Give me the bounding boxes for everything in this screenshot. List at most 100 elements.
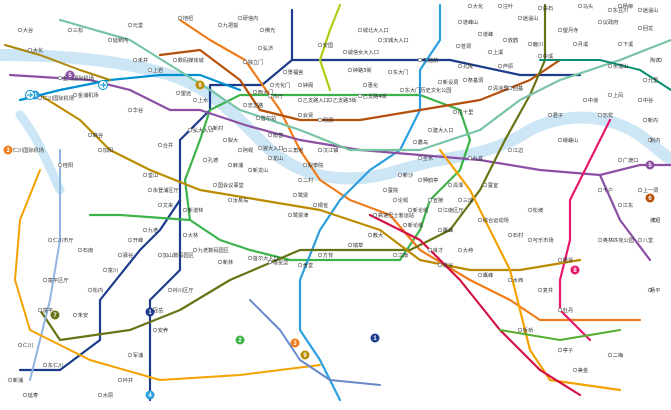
station-s054: 建大入口 xyxy=(427,126,454,134)
station-name: 三成 xyxy=(463,196,473,204)
station-marker xyxy=(312,202,318,208)
station-name: 桂阳 xyxy=(63,161,73,169)
station-name: 苍洞 xyxy=(461,42,471,50)
station-name: 驿谷 xyxy=(123,251,134,259)
station-name: 梨泰院 xyxy=(308,161,324,169)
station-name: 衿川区厅 xyxy=(173,286,194,294)
station-name: 铜雀 xyxy=(318,201,328,209)
station-s007: 逍遥山 xyxy=(517,14,538,22)
station-s047: 首尔站 xyxy=(255,114,276,122)
station-marker xyxy=(227,197,233,203)
station-s067: 新林 xyxy=(217,258,234,266)
line-5 xyxy=(8,73,671,262)
line-gyeongui xyxy=(58,18,671,152)
badge-number: 6 xyxy=(648,196,652,202)
station-marker xyxy=(347,67,353,73)
station-name: 永登浦区厅 xyxy=(153,186,179,194)
station-name: 会贤 xyxy=(303,111,313,119)
station-marker xyxy=(287,212,293,218)
station-name: 芦原 xyxy=(503,62,513,70)
station-name: 光化门 xyxy=(275,81,291,89)
station-s144: 上岩 xyxy=(147,66,163,74)
station-s013: 苍洞 xyxy=(455,42,471,50)
station-name: 松内 xyxy=(93,286,103,294)
station-s163: 松坡 xyxy=(527,206,543,214)
station-name: 鹭梁 xyxy=(298,191,308,199)
station-name: 九老数码园区 xyxy=(198,246,229,254)
station-marker xyxy=(37,307,43,313)
station-marker xyxy=(182,232,188,238)
station-name: 注叶 xyxy=(503,2,513,10)
station-s142: 延新内 xyxy=(107,36,128,44)
line-9 xyxy=(38,93,582,272)
station-s016: 上溪 xyxy=(487,48,503,56)
station-s121: 广渡口 xyxy=(617,156,638,164)
station-marker xyxy=(317,147,323,153)
station-marker xyxy=(497,3,503,9)
station-s143: 数码媒体城 xyxy=(172,56,205,64)
station-name: 军浦 xyxy=(133,351,143,359)
station-marker xyxy=(597,19,603,25)
station-marker xyxy=(607,92,613,98)
station-s048: 南营 xyxy=(267,131,283,139)
station-name: 加阳 xyxy=(103,146,113,154)
station-marker xyxy=(457,197,463,203)
station-s103: 新论岘 xyxy=(407,206,429,214)
station-s037: 乙支路3街 xyxy=(327,96,357,104)
station-name: 华谷 xyxy=(133,106,144,114)
station-marker xyxy=(437,262,443,268)
station-name: 开峰 xyxy=(133,236,143,244)
station-marker xyxy=(47,237,53,243)
station-s072: 永登浦区厅 xyxy=(147,186,179,194)
station-s178: 新浦 xyxy=(7,376,23,384)
station-s154: 二村 xyxy=(297,176,313,184)
station-s034: 钟阁 xyxy=(297,81,313,89)
line-ui xyxy=(318,3,342,92)
line-gimpo xyxy=(4,44,111,81)
station-layer: 大化注叶白石马头杨柳道峰山逍遥山议政府望月寺回龙道峰放鹤苍洞鹿川月溪上溪中溪下溪… xyxy=(7,2,663,399)
station-name: 弘大入口 xyxy=(193,126,214,134)
station-s029: 弘济 xyxy=(257,44,274,52)
station-s138: 麻谷 xyxy=(87,131,104,139)
station-s045: 回基 xyxy=(507,84,524,92)
station-name: 金浦国际机场 xyxy=(63,74,94,82)
station-name: 国会议事堂 xyxy=(218,181,244,189)
station-s025: 地杻 xyxy=(177,14,193,22)
station-marker xyxy=(582,97,588,103)
station-s059: 宣陵 xyxy=(427,196,444,204)
station-marker xyxy=(557,307,563,313)
station-name: 落星垈 xyxy=(273,258,289,266)
station-s062: 瑞草 xyxy=(347,241,363,249)
station-name: 朱安 xyxy=(78,311,88,319)
badge-circle xyxy=(235,335,245,345)
station-s119: 江东 xyxy=(617,201,633,209)
station-s111: 梧琴 xyxy=(557,256,573,264)
station-s050: 汉江镇 xyxy=(317,146,338,154)
station-name: 富川 xyxy=(108,266,118,274)
station-s136: 孔德 xyxy=(202,156,218,164)
station-name: 清潭 xyxy=(453,181,463,189)
station-s092: 开峰 xyxy=(127,236,143,244)
station-s171: 德沼 xyxy=(650,216,660,224)
station-marker xyxy=(607,63,613,69)
station-name: 上水 xyxy=(198,96,209,104)
station-s105: 良才 xyxy=(427,246,443,254)
station-s108: 鹰峰 xyxy=(477,271,493,279)
station-name: 大峙 xyxy=(463,246,473,254)
station-name: 城北大入口 xyxy=(363,26,389,34)
station-marker xyxy=(652,217,658,223)
station-name: 板桥 xyxy=(523,326,534,334)
station-marker xyxy=(427,127,433,133)
badge-circle xyxy=(3,145,13,155)
station-name: 乙支路3街 xyxy=(333,96,357,104)
station-name: 钟阁 xyxy=(303,81,313,89)
han-river xyxy=(0,49,671,185)
station-s027: 研信内 xyxy=(237,14,258,22)
station-marker xyxy=(412,139,418,145)
station-name: 中浪 xyxy=(588,96,598,104)
badge-number: 4 xyxy=(148,393,152,399)
station-s145: 望远 xyxy=(175,89,191,97)
station-s081: 仁川国际机场 xyxy=(37,94,74,102)
station-name: 梨大 xyxy=(228,136,238,144)
station-name: 石村 xyxy=(513,231,523,239)
